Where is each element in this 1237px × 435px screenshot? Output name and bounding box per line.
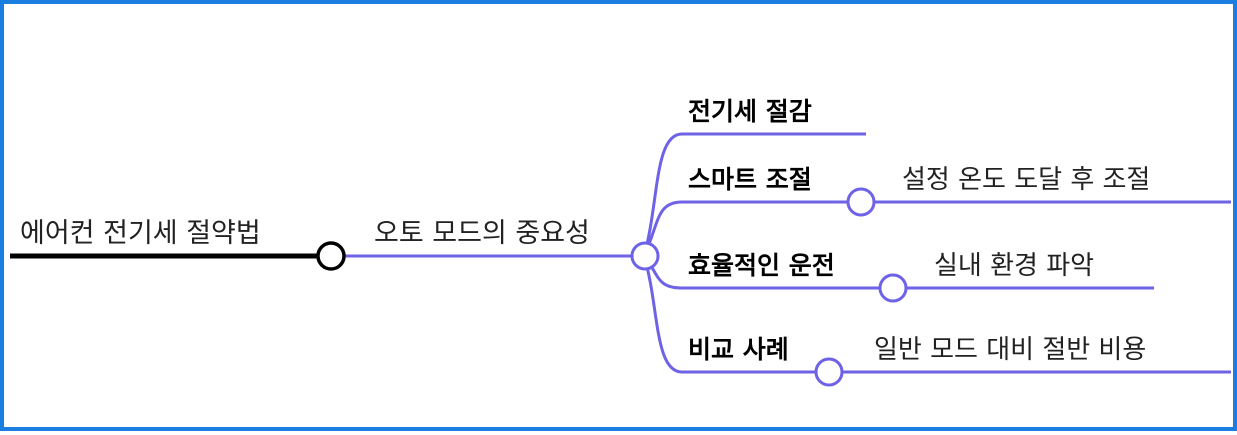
root-node[interactable] (316, 241, 346, 271)
hub-node[interactable] (630, 241, 660, 271)
branch-curve-savings (642, 132, 683, 257)
hub-label: 오토 모드의 중요성 (374, 218, 590, 249)
leaf-label-compare: 일반 모드 대비 절반 비용 (874, 335, 1146, 365)
branch-label-efficient: 효율적인 운전 (688, 251, 835, 280)
branch-node-compare[interactable] (814, 357, 844, 387)
branch-label-savings: 전기세 절감 (688, 97, 812, 126)
leaf-label-smart: 설정 온도 도달 후 조절 (902, 165, 1150, 195)
leaf-label-efficient: 실내 환경 파악 (934, 251, 1094, 281)
branch-curve-compare (642, 255, 683, 374)
branch-node-smart[interactable] (846, 187, 876, 217)
branch-label-compare: 비교 사례 (688, 335, 789, 364)
branch-label-smart: 스마트 조절 (688, 165, 812, 194)
root-label: 에어컨 전기세 절약법 (20, 218, 261, 249)
branch-node-efficient[interactable] (878, 273, 908, 303)
mind-map: 에어컨 전기세 절약법 오토 모드의 중요성 전기세 절감 스마트 조절 설정 … (10, 97, 1231, 387)
